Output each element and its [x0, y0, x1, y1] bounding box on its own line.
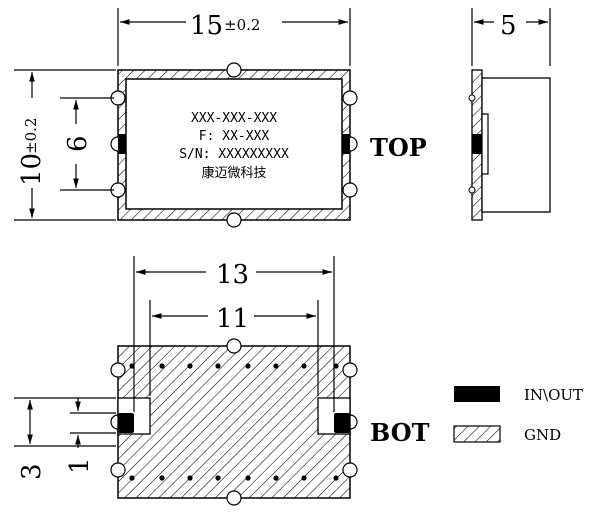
side-notch-2 [468, 186, 476, 194]
top-view: XXX-XXX-XXX F: XX-XXX S/N: XXXXXXXXX 康迈微… [14, 8, 427, 228]
side-io-pad [472, 134, 482, 154]
legend-label-gnd: GND [524, 426, 561, 444]
top-height-dim: 10 [17, 153, 47, 186]
bot-outer-dim: 13 [216, 260, 249, 290]
top-label-area [125, 78, 343, 210]
top-label-line-1: XXX-XXX-XXX [191, 111, 277, 126]
bot-inner-dim: 11 [216, 304, 249, 334]
top-view-label: TOP [370, 133, 427, 162]
top-label-line-3: S/N: XXXXXXXXX [179, 147, 289, 162]
bot-via-dots [129, 363, 339, 481]
bot-view-label: BOT [370, 418, 430, 447]
side-notch-1 [468, 94, 476, 102]
top-height-tol: ±0.2 [22, 118, 40, 154]
legend-swatch-gnd [453, 425, 501, 443]
bot-notch-bottom [226, 490, 242, 506]
top-label-line-2: F: XX-XXX [199, 129, 270, 144]
bottom-view: 13 11 3 1 BOT [14, 256, 430, 506]
bot-notch-right-3 [342, 462, 358, 478]
bot-pad-width-dim: 1 [65, 457, 95, 474]
bot-notch-top [226, 338, 242, 354]
top-inner-dim: 6 [63, 135, 93, 152]
top-notch-top [226, 62, 242, 78]
top-io-pad-left [118, 134, 126, 154]
side-tab [481, 113, 489, 175]
top-notch-right-3 [342, 182, 358, 198]
top-io-pad-right [342, 134, 350, 154]
bot-io-pad-left [118, 413, 134, 433]
bot-pitch-dim: 3 [17, 463, 47, 480]
bottom-body-outline [117, 345, 351, 499]
bot-notch-left-1 [110, 362, 126, 378]
top-width-dim: 15 [190, 11, 223, 41]
top-width-tol: ±0.2 [224, 16, 260, 34]
bot-io-pad-right [334, 413, 350, 433]
side-lid [481, 77, 551, 213]
legend-label-inout: IN\OUT [524, 386, 583, 404]
side-thickness-dim: 5 [500, 11, 517, 41]
bot-notch-left-3 [110, 462, 126, 478]
top-notch-bottom [226, 212, 242, 228]
legend: IN\OUT GND [453, 386, 583, 444]
top-notch-right-1 [342, 90, 358, 106]
legend-swatch-inout [454, 386, 500, 402]
side-view: 5 [468, 8, 551, 221]
top-label-line-4: 康迈微科技 [201, 165, 266, 181]
bot-notch-right-1 [342, 362, 358, 378]
